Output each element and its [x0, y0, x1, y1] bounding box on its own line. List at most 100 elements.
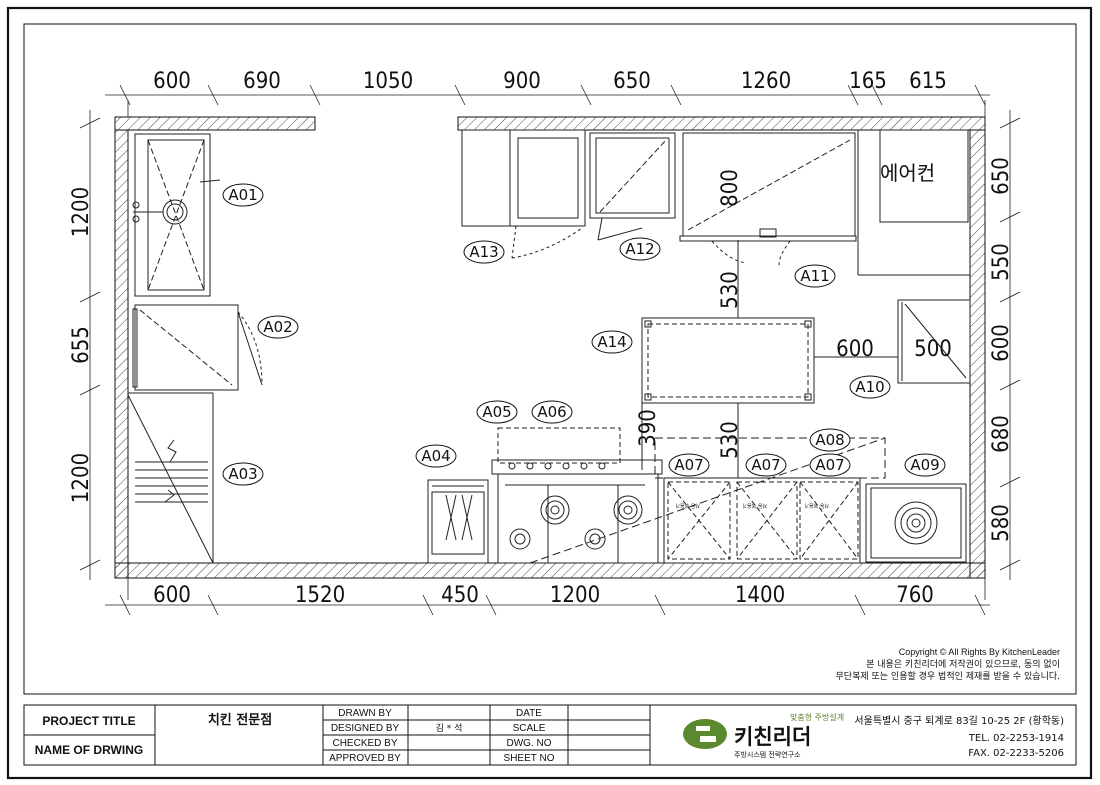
kitchenleader-logo: [683, 719, 727, 749]
equipment-tag-a06-5: A06: [531, 400, 573, 424]
equipment-a11-refrigerator: [679, 132, 857, 269]
equipment-tag-a13-14: A13: [463, 240, 505, 264]
company-fax: FAX. 02-2233-5206: [968, 748, 1064, 759]
company-address: 서울특별시 중구 퇴계로 83길 10-25 2F (황학동): [854, 714, 1064, 727]
equipment-tag-a01-0: A01: [222, 183, 264, 207]
tag-label: A07: [674, 456, 703, 474]
designer-name: 김 * 석: [436, 722, 463, 734]
equipment-tag-a02-1: A02: [257, 315, 299, 339]
dim-inner-530-b: 530: [718, 421, 743, 459]
designed-by-label: DESIGNED BY: [331, 723, 400, 734]
checked-by-label: CHECKED BY: [332, 738, 397, 749]
dim-right-0: 650: [989, 157, 1014, 195]
equipment-a04-cabinet: [427, 479, 489, 564]
fryer-label-2: 자동 볶음기: [742, 502, 767, 509]
tag-label: A06: [537, 403, 566, 421]
tag-ellipse: [904, 453, 946, 477]
tag-ellipse: [222, 183, 264, 207]
tag-label: A11: [800, 267, 829, 285]
logo-slogan: 맞춤형 주방설계: [790, 712, 844, 722]
logo-mark-icon: [683, 719, 727, 749]
tag-label: A10: [855, 378, 884, 396]
project-title-label: PROJECT TITLE: [42, 714, 135, 728]
equipment-tag-a09-10: A09: [904, 453, 946, 477]
fryer-label-1: 자동 볶음기: [675, 502, 700, 509]
equipment-tag-a11-12: A11: [794, 264, 836, 288]
outer-frame: [6, 6, 1093, 780]
equipment-a10-cabinet: [897, 299, 971, 384]
tag-label: A13: [469, 243, 498, 261]
tag-label: A09: [910, 456, 939, 474]
dim-inner-600: 600: [836, 337, 874, 362]
logo-name: 키친리더: [734, 725, 811, 749]
dim-bottom-3: 1200: [550, 583, 600, 608]
wall-bottom: [114, 562, 986, 579]
tag-label: A02: [263, 318, 292, 336]
company-tel: TEL. 02-2253-1914: [968, 733, 1064, 744]
tag-ellipse: [222, 462, 264, 486]
equipment-a01-sink: [132, 133, 221, 297]
equipment-a12-refrigerator: [589, 132, 676, 241]
equipment-tag-a04-3: A04: [415, 444, 457, 468]
tag-label: A05: [482, 403, 511, 421]
wall-top-left: [114, 116, 316, 131]
dim-top-3: 900: [503, 69, 541, 94]
copyright-line-3: 무단복제 또는 인용할 경우 법적인 제재를 받을 수 있습니다.: [836, 670, 1060, 682]
wall-top-right: [457, 116, 986, 131]
inner-frame: [23, 23, 1077, 695]
dim-right-2: 600: [989, 324, 1014, 362]
equipment-a07-fryers: [663, 477, 861, 564]
equipment-tag-a12-13: A12: [619, 237, 661, 261]
dim-right-1: 550: [989, 243, 1014, 281]
tag-ellipse: [668, 453, 710, 477]
equipment-a13-refrigerator: [461, 129, 586, 259]
dim-left-0: 1200: [69, 187, 94, 237]
tag-label: A03: [228, 465, 257, 483]
equipment-tag-a07-6: A07: [668, 453, 710, 477]
copyright-line-1: Copyright © All Rights By KitchenLeader: [899, 647, 1060, 657]
tag-label: A14: [597, 333, 626, 351]
tag-ellipse: [745, 453, 787, 477]
tag-label: A07: [815, 456, 844, 474]
tag-ellipse: [809, 453, 851, 477]
dim-right-3: 680: [989, 415, 1014, 453]
dim-top-7: 615: [909, 69, 947, 94]
dim-top-5: 1260: [741, 69, 791, 94]
title-block-text: PROJECT TITLE NAME OF DRWING 치킨 전문점 DRAW…: [35, 708, 1064, 764]
equipment-tag-a07-8: A07: [809, 453, 851, 477]
tag-ellipse: [619, 237, 661, 261]
drawn-by-label: DRAWN BY: [338, 708, 392, 719]
tag-label: A01: [228, 186, 257, 204]
date-label: DATE: [516, 708, 542, 719]
tag-ellipse: [849, 375, 891, 399]
approved-by-label: APPROVED BY: [329, 753, 401, 764]
tag-label: A07: [751, 456, 780, 474]
equipment-a14-worktable: [641, 240, 898, 478]
dim-top-1: 690: [243, 69, 281, 94]
equipment-tag-a10-11: A10: [849, 375, 891, 399]
equipment-tag-a05-4: A05: [476, 400, 518, 424]
dwg-no-label: DWG. NO: [507, 738, 552, 749]
aircon-unit: [857, 129, 970, 276]
tag-ellipse: [415, 444, 457, 468]
dim-right-4: 580: [989, 504, 1014, 542]
tag-ellipse: [794, 264, 836, 288]
title-block: [23, 704, 1077, 766]
sheet-no-label: SHEET NO: [504, 753, 555, 764]
equipment-tag-a03-2: A03: [222, 462, 264, 486]
fryer-label-3: 자동 볶음기: [804, 502, 829, 509]
tag-label: A04: [421, 447, 450, 465]
dim-bottom-1: 1520: [295, 583, 345, 608]
dim-bottom-4: 1400: [735, 583, 785, 608]
dim-left-1: 655: [69, 326, 94, 364]
dim-top-4: 650: [613, 69, 651, 94]
walls: [114, 116, 986, 579]
equipment-a05-a06-range: [491, 427, 663, 564]
tag-ellipse: [809, 428, 851, 452]
equipment-tag-a08-9: A08: [809, 428, 851, 452]
copyright-line-2: 본 내용은 키친리더에 저작권이 있으므로, 동의 없이: [866, 658, 1060, 670]
tag-ellipse: [591, 330, 633, 354]
equipment-a02-refrigerator: [132, 304, 263, 391]
